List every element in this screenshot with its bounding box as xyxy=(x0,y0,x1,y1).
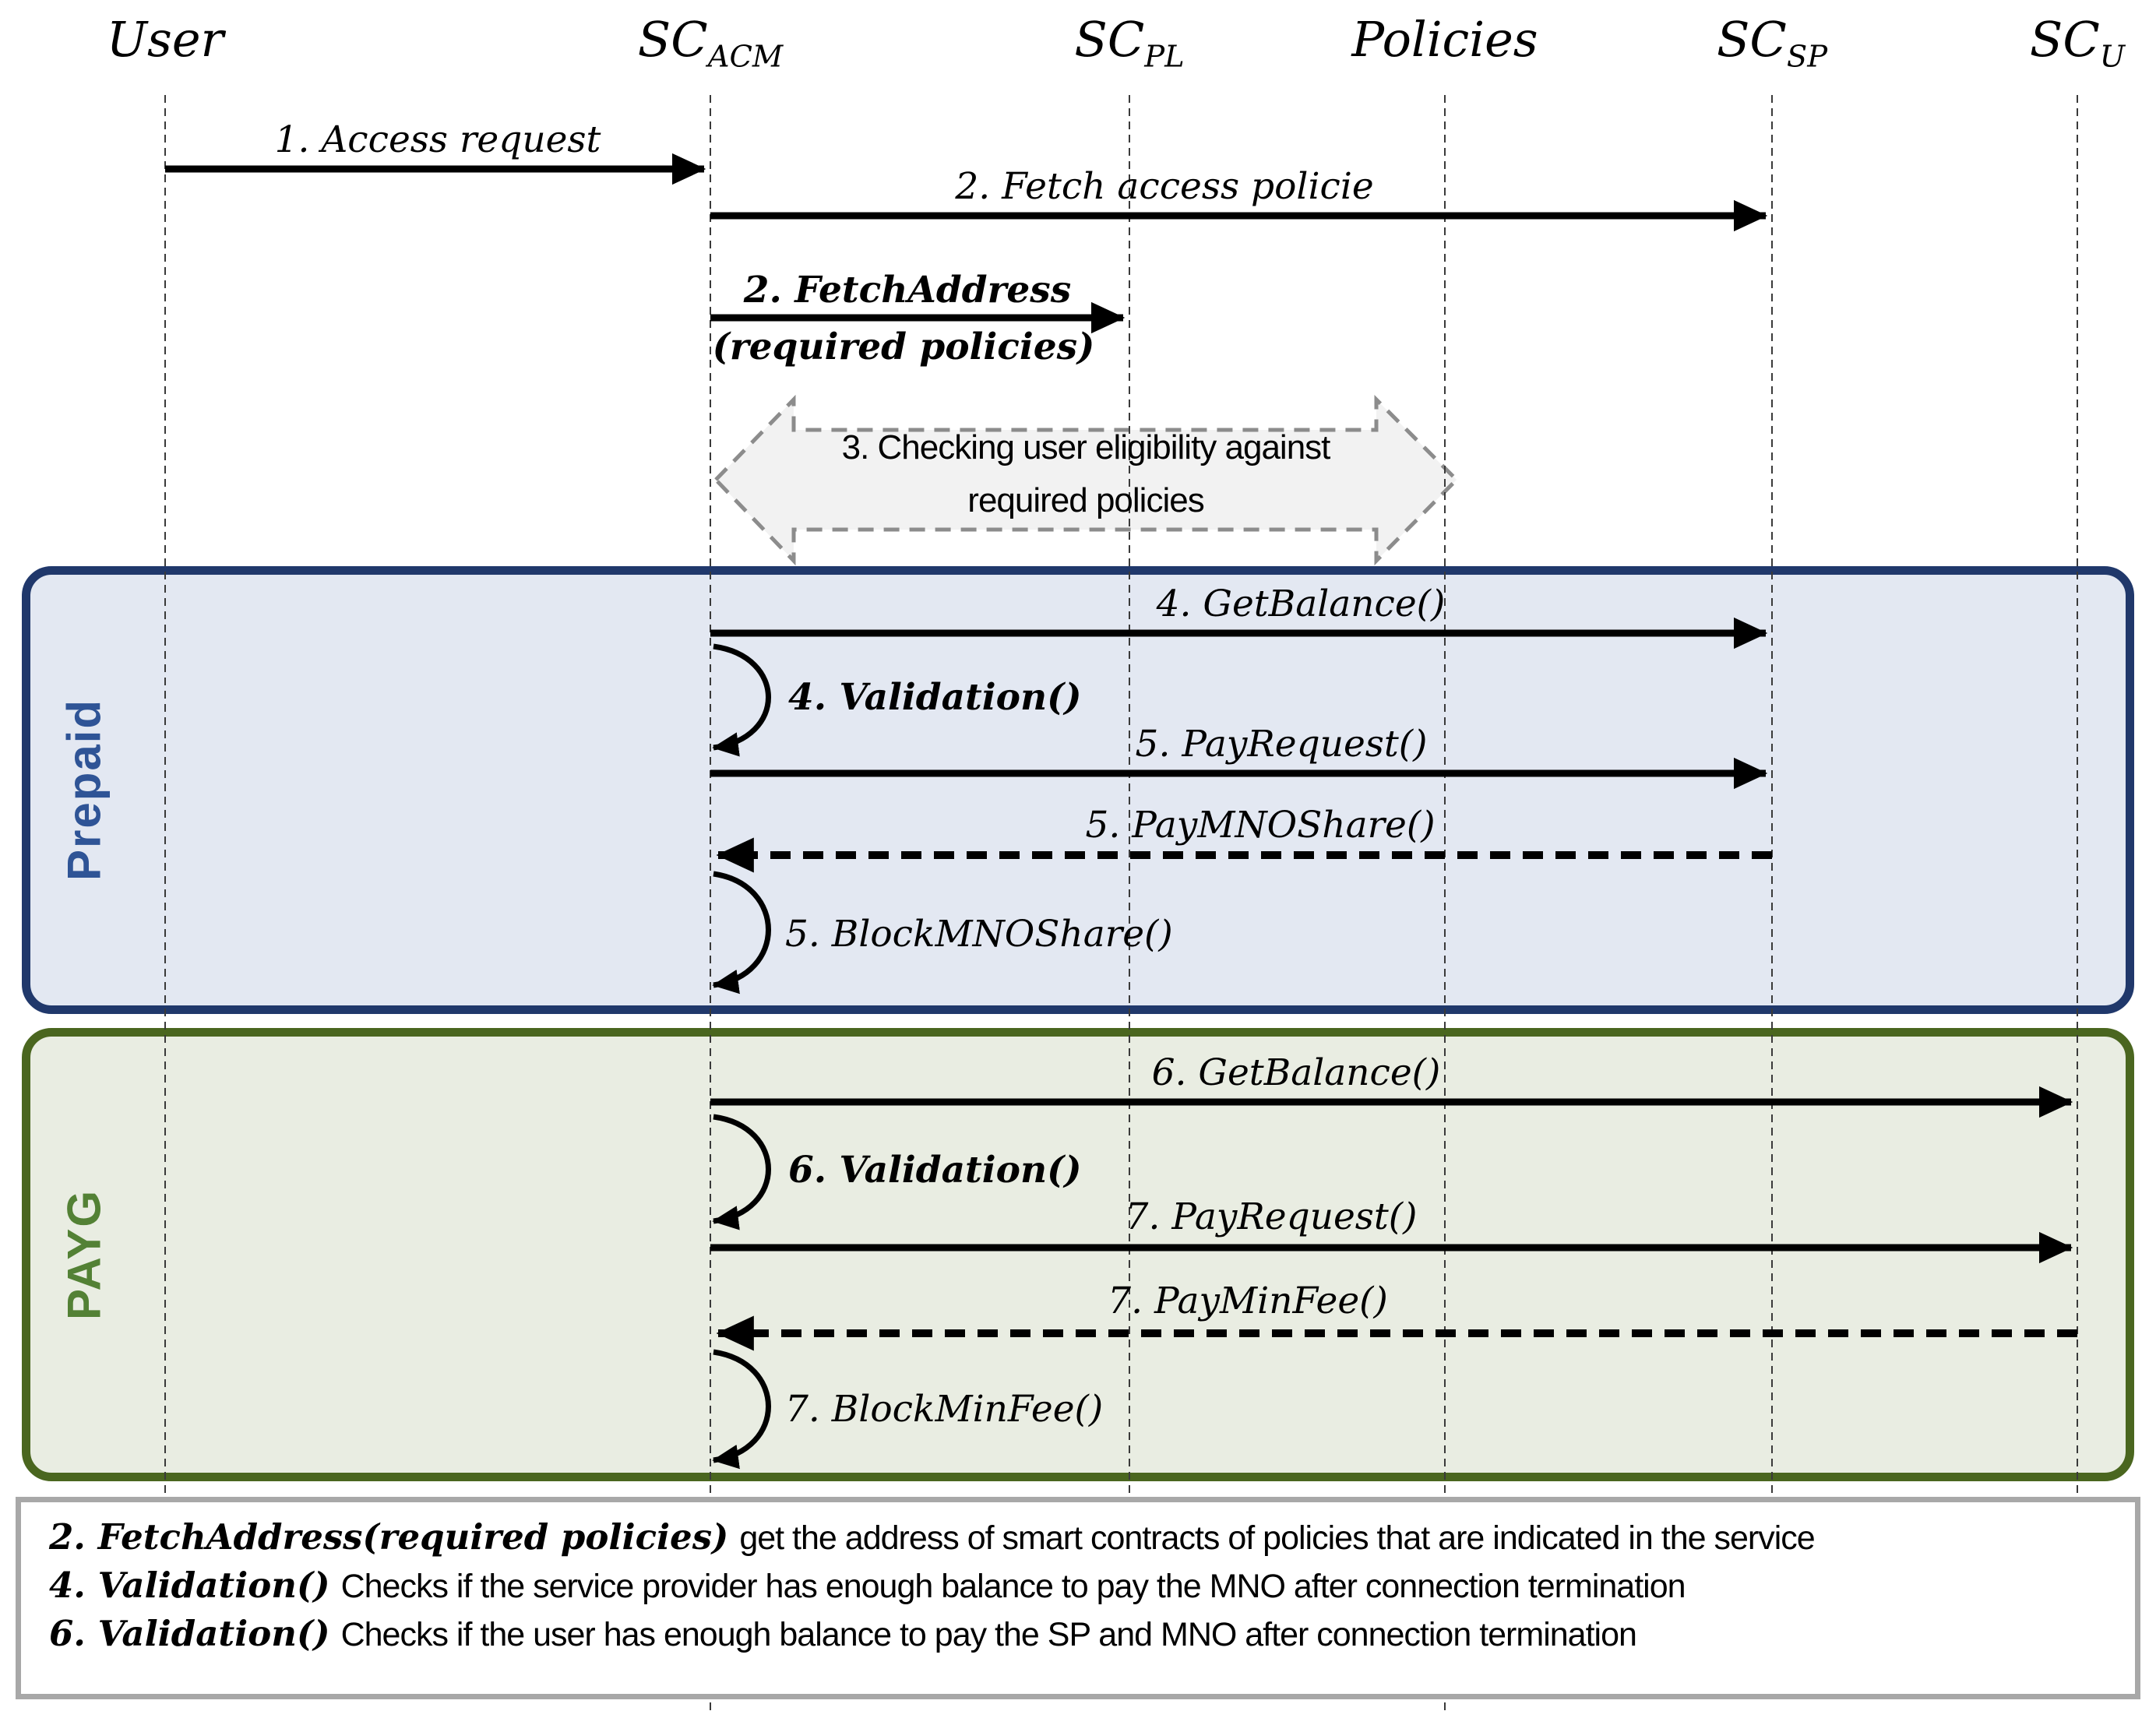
label-block-min-fee-7: 7. BlockMinFee() xyxy=(785,1388,1104,1431)
footnote-validation-4: 4. Validation() Checks if the service pro… xyxy=(49,1561,2135,1610)
label-pay-request-5: 5. PayRequest() xyxy=(1135,723,1428,766)
label-access-request: 1. Access request xyxy=(274,118,601,161)
self-loop-validation-4 xyxy=(712,643,771,757)
label-fetch-access-policie: 2. Fetch access policie xyxy=(955,165,1374,208)
prepaid-group-label: Prepaid xyxy=(58,698,111,882)
label-get-balance-4: 4. GetBalance() xyxy=(1156,583,1446,625)
participant-policies: Policies xyxy=(1351,11,1538,68)
footnote-prefix: 2. FetchAddress(required policies) xyxy=(49,1516,729,1558)
participant-user: User xyxy=(106,11,224,68)
footnotes-panel: 2. FetchAddress(required policies) get th… xyxy=(16,1497,2140,1699)
self-loop-validation-6 xyxy=(712,1114,771,1230)
checking-eligibility-block-arrow-icon xyxy=(713,394,1460,566)
label-checking-line2: required policies xyxy=(967,481,1204,519)
label-validation-6: 6. Validation() xyxy=(788,1149,1082,1192)
payg-group-label: PAYG xyxy=(58,1188,111,1321)
footnote-fetch-address: 2. FetchAddress(required policies) get th… xyxy=(49,1513,2135,1561)
label-fetch-address-arg: (required policies) xyxy=(712,326,1095,368)
footnote-text: Checks if the service provider has enoug… xyxy=(340,1568,1686,1605)
footnote-prefix: 4. Validation() xyxy=(49,1565,330,1606)
label-pay-min-fee-7: 7. PayMinFee() xyxy=(1108,1280,1388,1322)
self-loop-block-min-fee-7 xyxy=(712,1349,771,1470)
footnote-validation-6: 6. Validation() Checks if the user has en… xyxy=(49,1610,2135,1658)
label-pay-request-7: 7. PayRequest() xyxy=(1125,1195,1418,1238)
label-get-balance-6: 6. GetBalance() xyxy=(1151,1051,1441,1094)
footnote-prefix: 6. Validation() xyxy=(49,1613,330,1654)
participant-sc-u: SCU xyxy=(2029,11,2126,75)
label-checking-line1: 3. Checking user eligibility against xyxy=(841,428,1331,466)
footnote-text: Checks if the user has enough balance to… xyxy=(340,1616,1637,1653)
label-pay-mno-share-5: 5. PayMNOShare() xyxy=(1085,804,1436,847)
label-block-mno-share-5: 5. BlockMNOShare() xyxy=(785,913,1173,956)
participant-sc-acm: SCACM xyxy=(637,11,784,75)
label-fetch-address: 2. FetchAddress xyxy=(743,269,1072,312)
participant-sc-sp: SCSP xyxy=(1716,11,1828,75)
self-loop-block-mno-share-5 xyxy=(712,871,771,995)
participant-sc-pl: SCPL xyxy=(1074,11,1185,75)
prepaid-group-box xyxy=(22,566,2134,1014)
footnote-text: get the address of smart contracts of po… xyxy=(739,1519,1815,1557)
label-validation-4: 4. Validation() xyxy=(788,676,1082,719)
